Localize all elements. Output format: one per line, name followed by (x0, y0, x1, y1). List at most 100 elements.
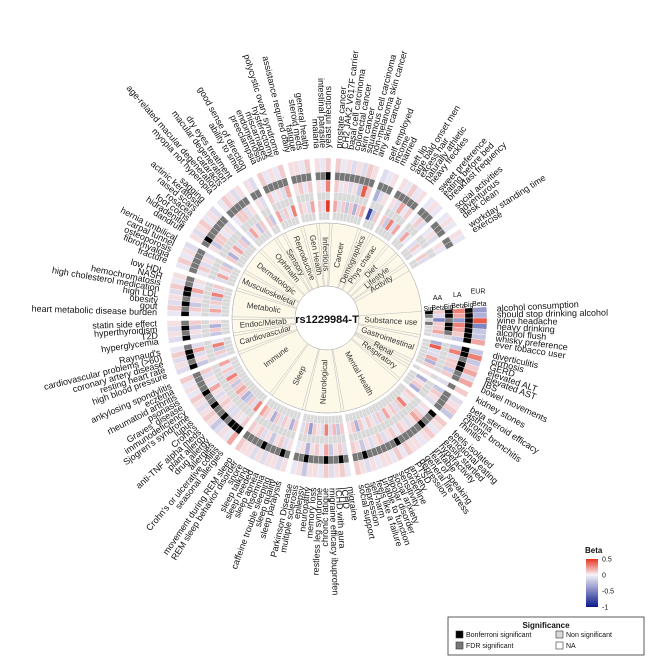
significance-label: Non significant (566, 632, 612, 639)
domain-wedge (271, 343, 319, 410)
sig-cell-aa (424, 314, 434, 319)
beta-cell-la (325, 179, 331, 193)
beta-cell-eur (317, 463, 324, 479)
trait-label: migraine (345, 486, 360, 522)
beta-cell-eur (472, 312, 488, 319)
significance-swatch (455, 641, 464, 650)
beta-cell-la (436, 376, 450, 387)
beta-cell-eur (313, 158, 321, 173)
sig-cell-aa (324, 415, 329, 425)
sig-cell-eur (450, 373, 461, 383)
significance-legend: Significance Bonferroni significant Non s… (447, 616, 645, 656)
significance-legend-title: Significance (522, 621, 570, 630)
sig-cell-la (201, 324, 210, 330)
sig-cell-eur (183, 343, 193, 351)
beta-cell-aa (208, 312, 222, 317)
sig-cell-la (319, 435, 325, 445)
sig-cell-eur (315, 171, 321, 181)
stat-header: Beta (431, 305, 446, 312)
trait-label: wine headache (496, 315, 558, 326)
beta-cell-la (452, 313, 466, 319)
beta-cell-aa (331, 423, 337, 437)
trait-label: heavy drinking (497, 321, 555, 334)
beta-cell-la (188, 320, 202, 326)
trait-label: ICHD (340, 487, 352, 510)
sig-cell-aa (273, 224, 282, 234)
sig-cell-aa (331, 415, 336, 425)
domain-wedge (350, 254, 405, 300)
sig-cell-aa (220, 319, 230, 324)
sig-cell-eur (462, 337, 472, 344)
trait-label: malaria (310, 119, 322, 149)
domain-wedge (284, 226, 319, 290)
beta-cell-aa (325, 199, 331, 213)
sig-cell-aa (410, 261, 420, 270)
sig-cell-la (348, 433, 355, 443)
sig-cell-aa (302, 413, 308, 423)
sig-cell-la (201, 328, 211, 334)
sig-cell-aa (402, 377, 412, 386)
sig-cell-eur (367, 178, 376, 188)
sig-cell-aa (423, 331, 433, 337)
sig-cell-la (328, 435, 334, 445)
trait-label: obesity (129, 293, 159, 306)
domain-wedge (260, 238, 310, 296)
significance-label: Bonferroni significant (466, 632, 531, 639)
center-label: rs1229984-T (295, 314, 359, 326)
domain-label: Neurological (319, 359, 330, 404)
domain-wedge (276, 233, 313, 292)
beta-cell-aa (208, 319, 222, 325)
sig-cell-la (203, 339, 213, 347)
sig-cell-aa (232, 266, 242, 275)
beta-legend-tick: -0.5 (602, 589, 614, 596)
domain-wedge (354, 332, 412, 366)
trait-label: prostate cancer (334, 86, 348, 149)
sig-cell-aa (224, 287, 234, 294)
stat-header: Sig (463, 302, 473, 309)
sig-cell-aa (368, 221, 376, 231)
beta-cell-la (189, 324, 202, 331)
sig-cell-eur (351, 452, 359, 462)
sig-cell-aa (344, 413, 351, 423)
sig-cell-la (287, 196, 295, 207)
trait-label: hyperthyroidism (94, 324, 158, 338)
sig-cell-eur (181, 325, 190, 332)
domain-wedge (342, 234, 388, 294)
beta-legend-title: Beta (585, 546, 603, 555)
sig-cell-la (205, 281, 215, 288)
sig-cell-la (397, 217, 407, 227)
beta-legend-tick: 0.5 (602, 557, 612, 564)
sig-cell-la (253, 413, 263, 424)
domain-wedge (355, 324, 421, 360)
sig-cell-la (420, 240, 430, 250)
sig-cell-la (432, 365, 443, 374)
domain-wedge (304, 348, 342, 414)
sig-cell-aa (325, 211, 330, 221)
sig-cell-eur (181, 305, 190, 312)
domain-wedge (338, 229, 371, 290)
sig-cell-aa (318, 211, 323, 221)
domain-wedge (303, 223, 324, 288)
beta-cell-aa (432, 317, 446, 323)
sig-cell-eur (305, 172, 312, 182)
sig-cell-eur (180, 320, 190, 326)
domain-wedge (351, 334, 409, 379)
sig-cell-la (429, 372, 439, 381)
sig-cell-la (361, 197, 369, 207)
sig-cell-aa (320, 415, 325, 425)
beta-cell-eur (166, 320, 182, 327)
sig-cell-aa (414, 357, 425, 365)
sig-cell-la (316, 191, 322, 201)
beta-cell-eur (328, 463, 335, 479)
beta-legend: Beta 0.50-0.5-1 (585, 546, 614, 612)
sig-cell-aa (228, 355, 239, 363)
beta-cell-la (320, 179, 326, 193)
sig-cell-la (214, 257, 224, 266)
sig-cell-aa (311, 212, 317, 222)
domain-wedge (332, 338, 399, 412)
ring-header: AA (433, 295, 443, 302)
sig-cell-la (263, 206, 272, 216)
sig-cell-eur (433, 401, 444, 412)
sig-cell-eur (242, 430, 252, 441)
